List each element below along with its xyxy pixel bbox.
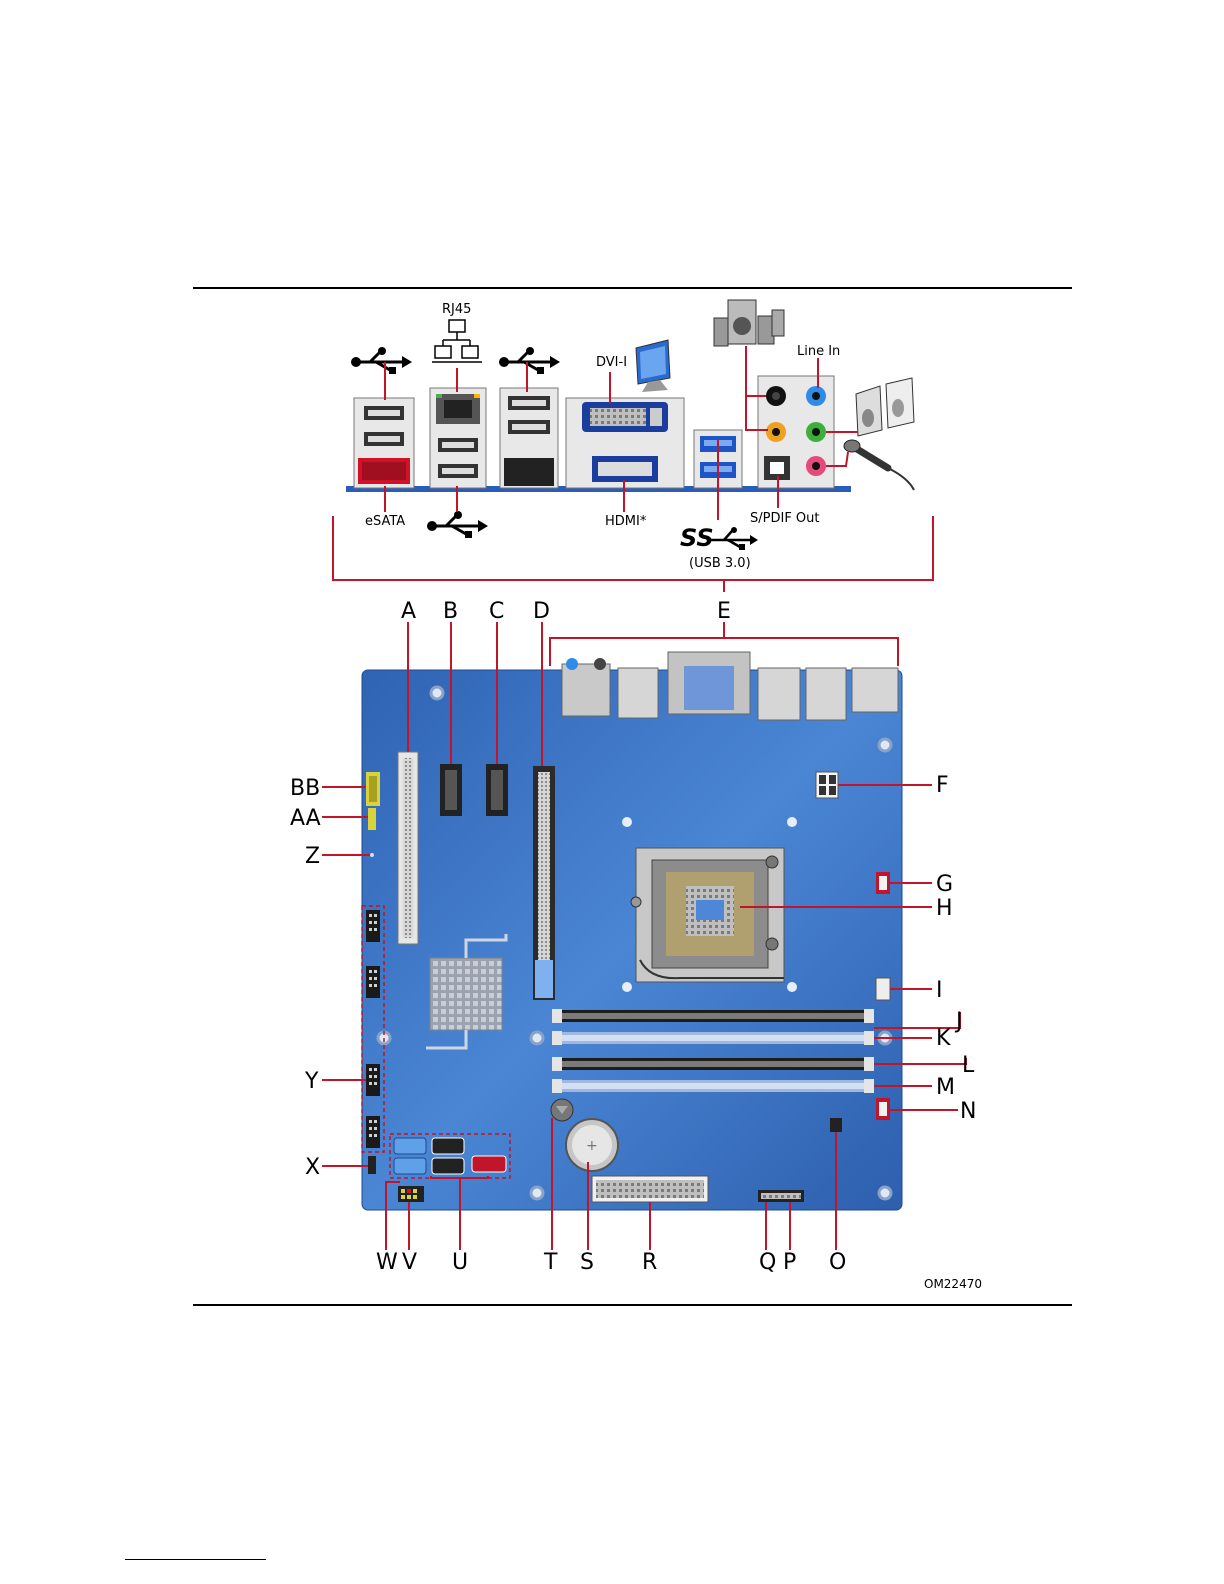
callout-n: N: [960, 1099, 976, 1124]
headers-vw: [398, 1186, 424, 1202]
dimm-slot-m: [552, 1079, 874, 1093]
dimm-slot-k: [552, 1031, 874, 1045]
motherboard: +: [362, 652, 902, 1210]
surround-speakers-icon: [714, 300, 784, 346]
callout-aa: AA: [290, 806, 321, 831]
pcie-x16-slot: [533, 766, 555, 1000]
callout-l: L: [962, 1053, 975, 1078]
line-in-label: Line In: [797, 344, 840, 359]
callout-b: B: [443, 599, 458, 624]
cmos-battery: +: [566, 1119, 618, 1171]
callout-w: W: [376, 1250, 398, 1275]
fan-header-i: [876, 978, 890, 1000]
callout-d: D: [533, 599, 550, 624]
usb-stack: [500, 388, 558, 488]
superspeed-logo: SS: [680, 524, 714, 552]
microphone-icon: [844, 440, 914, 490]
figure-id: OM22470: [924, 1277, 982, 1291]
audio-block: [758, 376, 834, 488]
pcie-x1-slot-c: [486, 764, 508, 816]
callout-m: M: [936, 1075, 955, 1100]
callout-v: V: [402, 1250, 417, 1275]
usb-esata-stack: [354, 398, 414, 488]
speaker-t: [551, 1099, 573, 1121]
callout-h: H: [936, 896, 953, 921]
rj45-usb-stack: [430, 388, 486, 488]
dvi-hdmi-block: [566, 398, 684, 488]
dvi-label: DVI-I: [596, 355, 627, 370]
callout-y: Y: [304, 1069, 319, 1094]
dimm-slot-l: [552, 1057, 874, 1071]
usb-icon: [499, 347, 560, 374]
callout-i: I: [936, 978, 943, 1003]
callout-j: J: [954, 1009, 963, 1034]
header-x: [368, 1156, 376, 1174]
led-z: [370, 853, 374, 857]
callout-s: S: [580, 1250, 594, 1275]
callout-u: U: [452, 1250, 468, 1275]
callout-o: O: [829, 1250, 846, 1275]
callout-r: R: [642, 1250, 657, 1275]
fan-header-g: [876, 872, 890, 894]
chip-o: [830, 1118, 842, 1132]
callout-x: X: [305, 1155, 320, 1180]
dimm-slot-j: [552, 1009, 874, 1023]
usb3-icon: [710, 527, 758, 550]
callout-z: Z: [305, 844, 320, 869]
stereo-speakers-icon: [856, 378, 914, 436]
callout-a: A: [401, 599, 416, 624]
spdif-label: S/PDIF Out: [750, 511, 820, 526]
callout-k: K: [936, 1026, 951, 1051]
usb3-label: (USB 3.0): [689, 556, 751, 571]
atx12v-connector: [816, 772, 838, 798]
pcie-x1-slot-b: [440, 764, 462, 816]
atx-power-connector: [592, 1176, 708, 1202]
monitor-icon: [636, 340, 670, 392]
board-pcb: [362, 670, 902, 1210]
hdmi-label: HDMI*: [605, 514, 647, 529]
callout-g: G: [936, 872, 953, 897]
callout-q: Q: [759, 1250, 776, 1275]
callout-p: P: [783, 1250, 796, 1275]
callout-c: C: [489, 599, 504, 624]
callout-e: E: [717, 599, 731, 624]
network-icon: [432, 320, 482, 362]
rj45-label: RJ45: [442, 302, 471, 317]
usb-icon: [351, 347, 412, 374]
callout-t: T: [543, 1250, 558, 1275]
pci-slot: [398, 752, 418, 944]
usb-icon: [427, 511, 488, 538]
usb-header-bb: [366, 772, 380, 806]
header-aa: [368, 808, 376, 830]
esata-label: eSATA: [365, 514, 405, 529]
fan-header-n: [876, 1098, 890, 1120]
svg-text:+: +: [586, 1138, 598, 1154]
io-panel: RJ45 DVI-I Line In eSATA HDMI* S/PDIF Ou…: [333, 300, 933, 592]
callout-bb: BB: [290, 776, 320, 801]
headers-pq: [758, 1190, 804, 1202]
cpu-socket: [631, 848, 784, 982]
callout-f: F: [936, 773, 949, 798]
